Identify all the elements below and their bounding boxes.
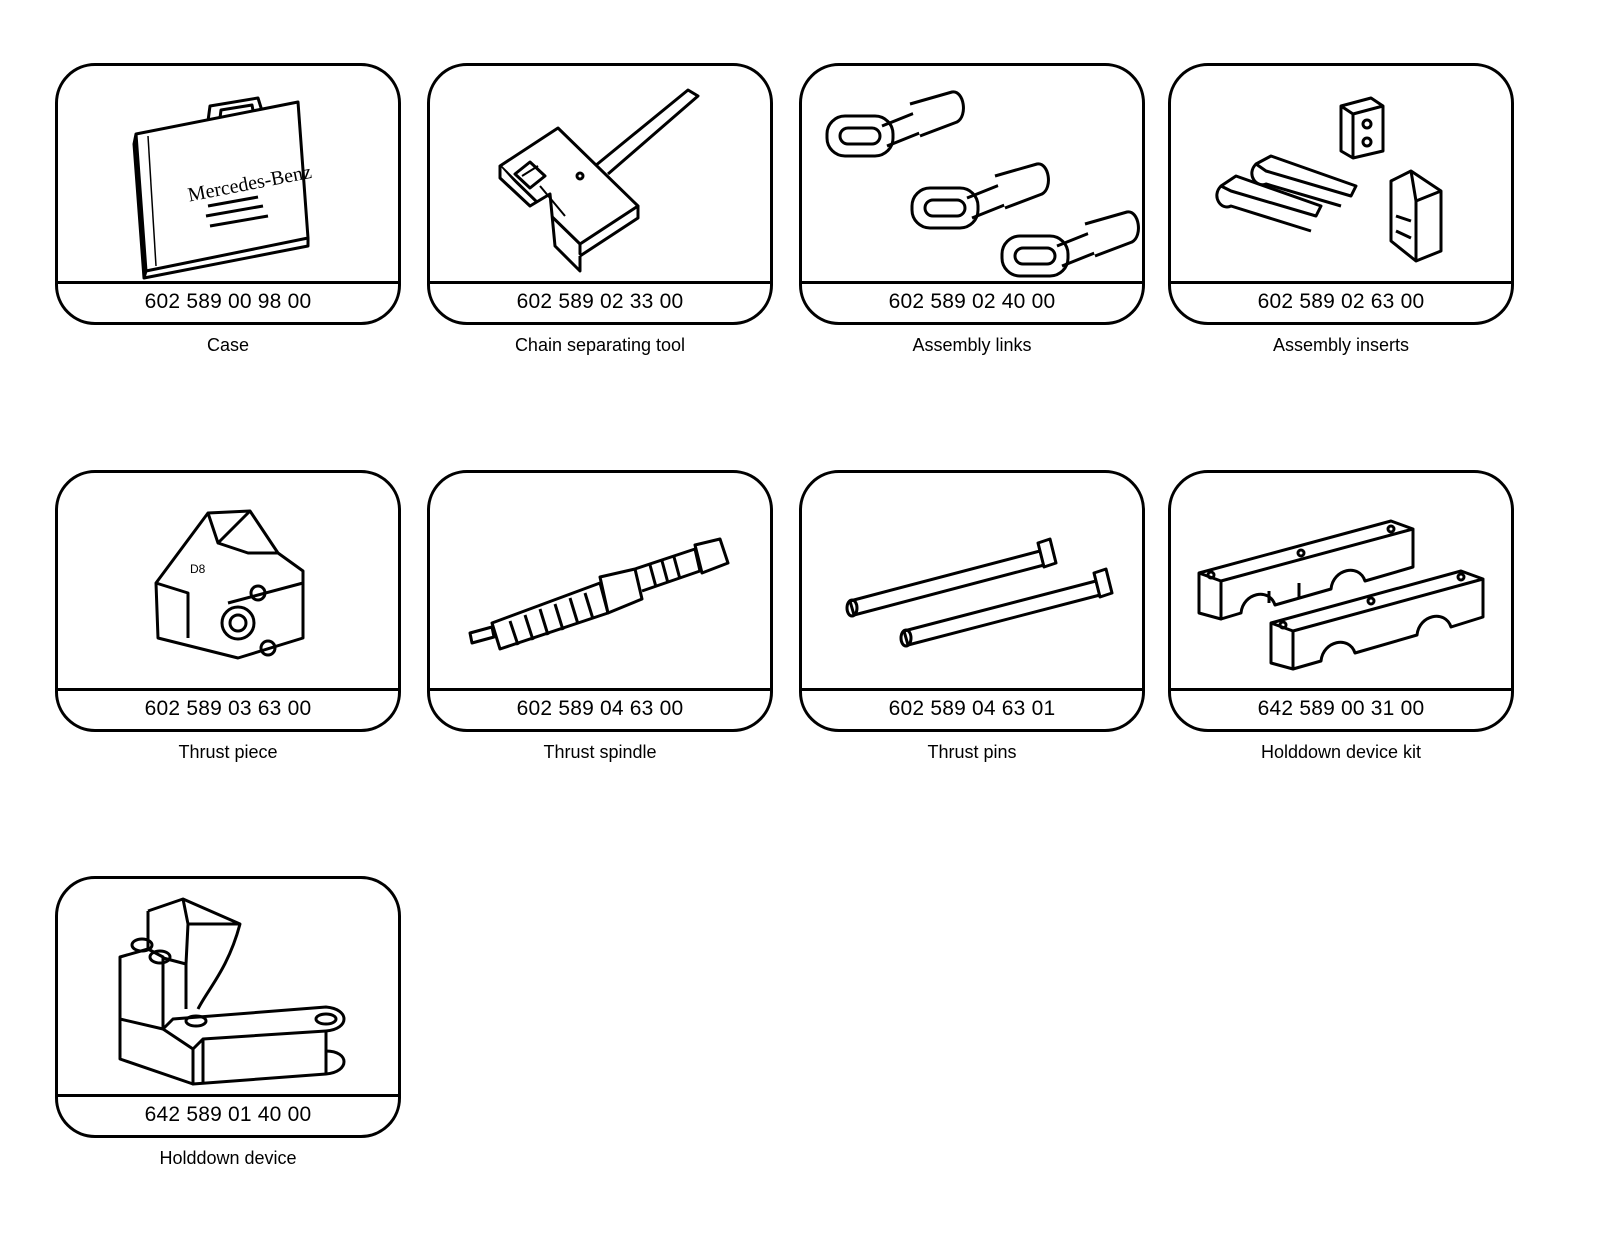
tool-card: 602 589 04 63 00 bbox=[427, 470, 773, 732]
tool-card: 602 589 02 33 00 bbox=[427, 63, 773, 325]
part-number: 602 589 04 63 00 bbox=[430, 688, 770, 729]
thrust-piece-icon: D8 bbox=[58, 473, 398, 691]
tool-card: 602 589 02 40 00 bbox=[799, 63, 1145, 325]
tool-caption: Case bbox=[206, 335, 250, 355]
part-number: 602 589 02 63 00 bbox=[1171, 281, 1511, 322]
tool-chain-separating: 602 589 02 33 00 Chain separating tool bbox=[427, 63, 773, 356]
holddown-device-kit-icon bbox=[1171, 473, 1511, 691]
tool-caption: Thrust piece bbox=[178, 742, 278, 762]
part-number: 602 589 02 40 00 bbox=[802, 281, 1142, 322]
part-number: 602 589 04 63 01 bbox=[802, 688, 1142, 729]
thrust-spindle-icon bbox=[430, 473, 770, 691]
tool-caption: Holddown device bbox=[159, 1148, 297, 1168]
part-number: 642 589 00 31 00 bbox=[1171, 688, 1511, 729]
tool-caption: Holddown device kit bbox=[1260, 742, 1422, 762]
thrust-pins-icon bbox=[802, 473, 1142, 691]
part-number: 642 589 01 40 00 bbox=[58, 1094, 398, 1135]
assembly-inserts-icon bbox=[1171, 66, 1511, 284]
tool-card: 642 589 01 40 00 bbox=[55, 876, 401, 1138]
chain-separating-tool-icon bbox=[430, 66, 770, 284]
tool-card: 602 589 04 63 01 bbox=[799, 470, 1145, 732]
tool-assembly-inserts: 602 589 02 63 00 Assembly inserts bbox=[1168, 63, 1514, 356]
part-number: 602 589 03 63 00 bbox=[58, 688, 398, 729]
tool-caption: Assembly links bbox=[912, 335, 1032, 355]
tool-case: Mercedes-Benz 602 589 00 98 00 Case bbox=[55, 63, 401, 356]
tool-caption: Thrust pins bbox=[927, 742, 1017, 762]
tool-caption: Assembly inserts bbox=[1272, 335, 1410, 355]
assembly-links-icon bbox=[802, 66, 1142, 284]
tool-card: 642 589 00 31 00 bbox=[1168, 470, 1514, 732]
tool-holddown-device: 642 589 01 40 00 Holddown device bbox=[55, 876, 401, 1169]
tool-holddown-device-kit: 642 589 00 31 00 Holddown device kit bbox=[1168, 470, 1514, 763]
holddown-device-icon bbox=[58, 879, 398, 1097]
tool-card: Mercedes-Benz 602 589 00 98 00 bbox=[55, 63, 401, 325]
tool-card: 602 589 02 63 00 bbox=[1168, 63, 1514, 325]
tool-card: D8 602 589 03 63 00 bbox=[55, 470, 401, 732]
case-icon: Mercedes-Benz bbox=[58, 66, 398, 284]
tool-assembly-links: 602 589 02 40 00 Assembly links bbox=[799, 63, 1145, 356]
svg-text:D8: D8 bbox=[190, 562, 206, 576]
tool-thrust-piece: D8 602 589 03 63 00 Thrust piece bbox=[55, 470, 401, 763]
part-number: 602 589 00 98 00 bbox=[58, 281, 398, 322]
tool-thrust-pins: 602 589 04 63 01 Thrust pins bbox=[799, 470, 1145, 763]
tool-caption: Thrust spindle bbox=[543, 742, 657, 762]
part-number: 602 589 02 33 00 bbox=[430, 281, 770, 322]
tool-thrust-spindle: 602 589 04 63 00 Thrust spindle bbox=[427, 470, 773, 763]
tool-caption: Chain separating tool bbox=[514, 335, 686, 355]
